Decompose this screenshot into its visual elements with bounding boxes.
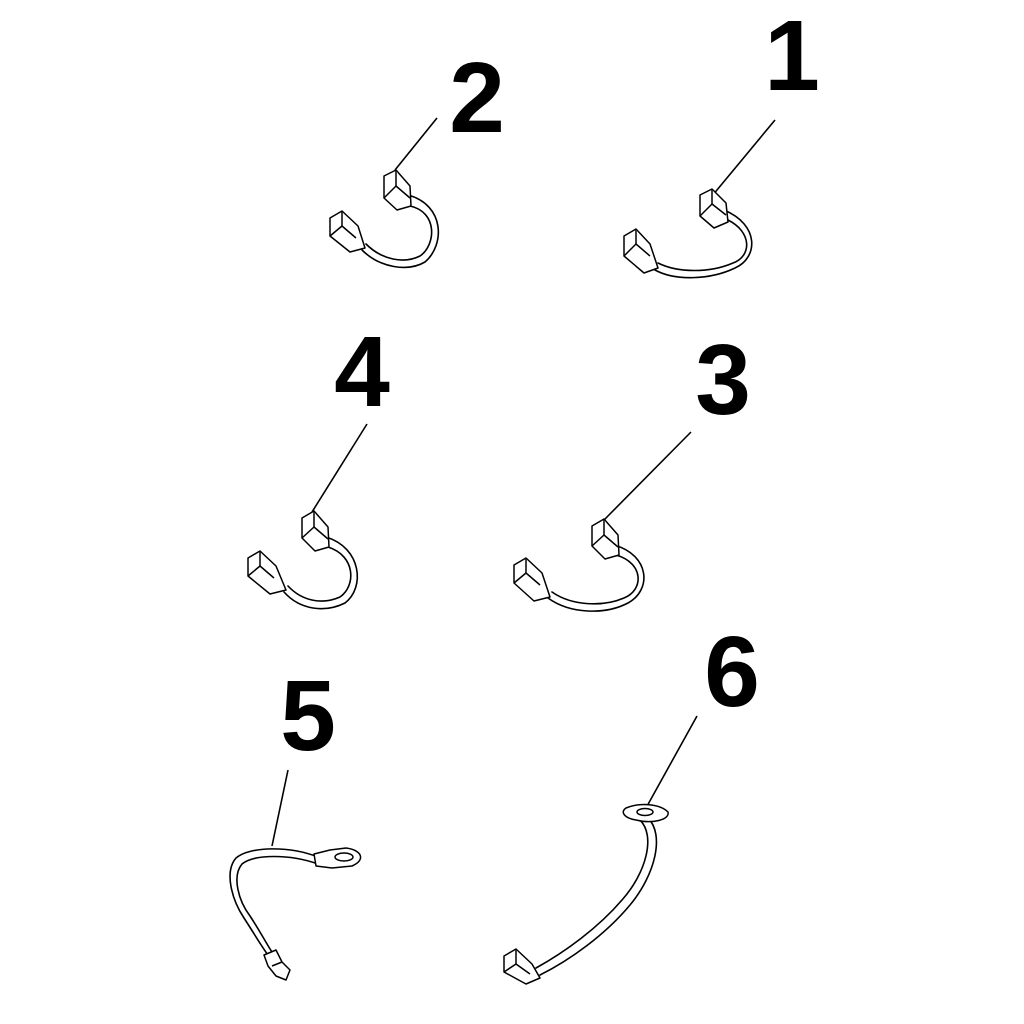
terminal-connector [301,510,330,552]
leader-line-5 [271,769,289,847]
ring-terminal [622,803,669,823]
callout-number-6: 6 [704,616,760,728]
leader-line-6 [645,715,698,809]
callout-number-5: 5 [280,660,336,772]
cable-part-1 [623,119,776,279]
cable-part-6 [503,715,698,985]
spade-terminal [263,949,291,981]
leader-line-3 [603,431,692,521]
leader-line-4 [311,423,368,513]
terminal-connector [383,169,412,211]
cable-part-2 [329,117,440,269]
terminal-connector [329,210,366,253]
terminal-connector [513,557,551,602]
callout-number-4: 4 [334,316,390,428]
terminal-connector [623,228,659,274]
cable-part-3 [513,431,692,612]
leader-line-1 [711,119,776,197]
leader-line-2 [394,117,438,171]
callout-number-2: 2 [449,42,505,154]
terminal-connector [591,518,620,560]
cable-part-4 [247,423,368,610]
terminal-connector [699,188,729,229]
callout-number-3: 3 [695,324,751,436]
callout-number-1: 1 [764,0,820,112]
terminal-connector [503,948,541,985]
cable-part-5 [229,769,362,981]
ring-terminal [313,847,362,869]
terminal-connector [247,550,287,595]
